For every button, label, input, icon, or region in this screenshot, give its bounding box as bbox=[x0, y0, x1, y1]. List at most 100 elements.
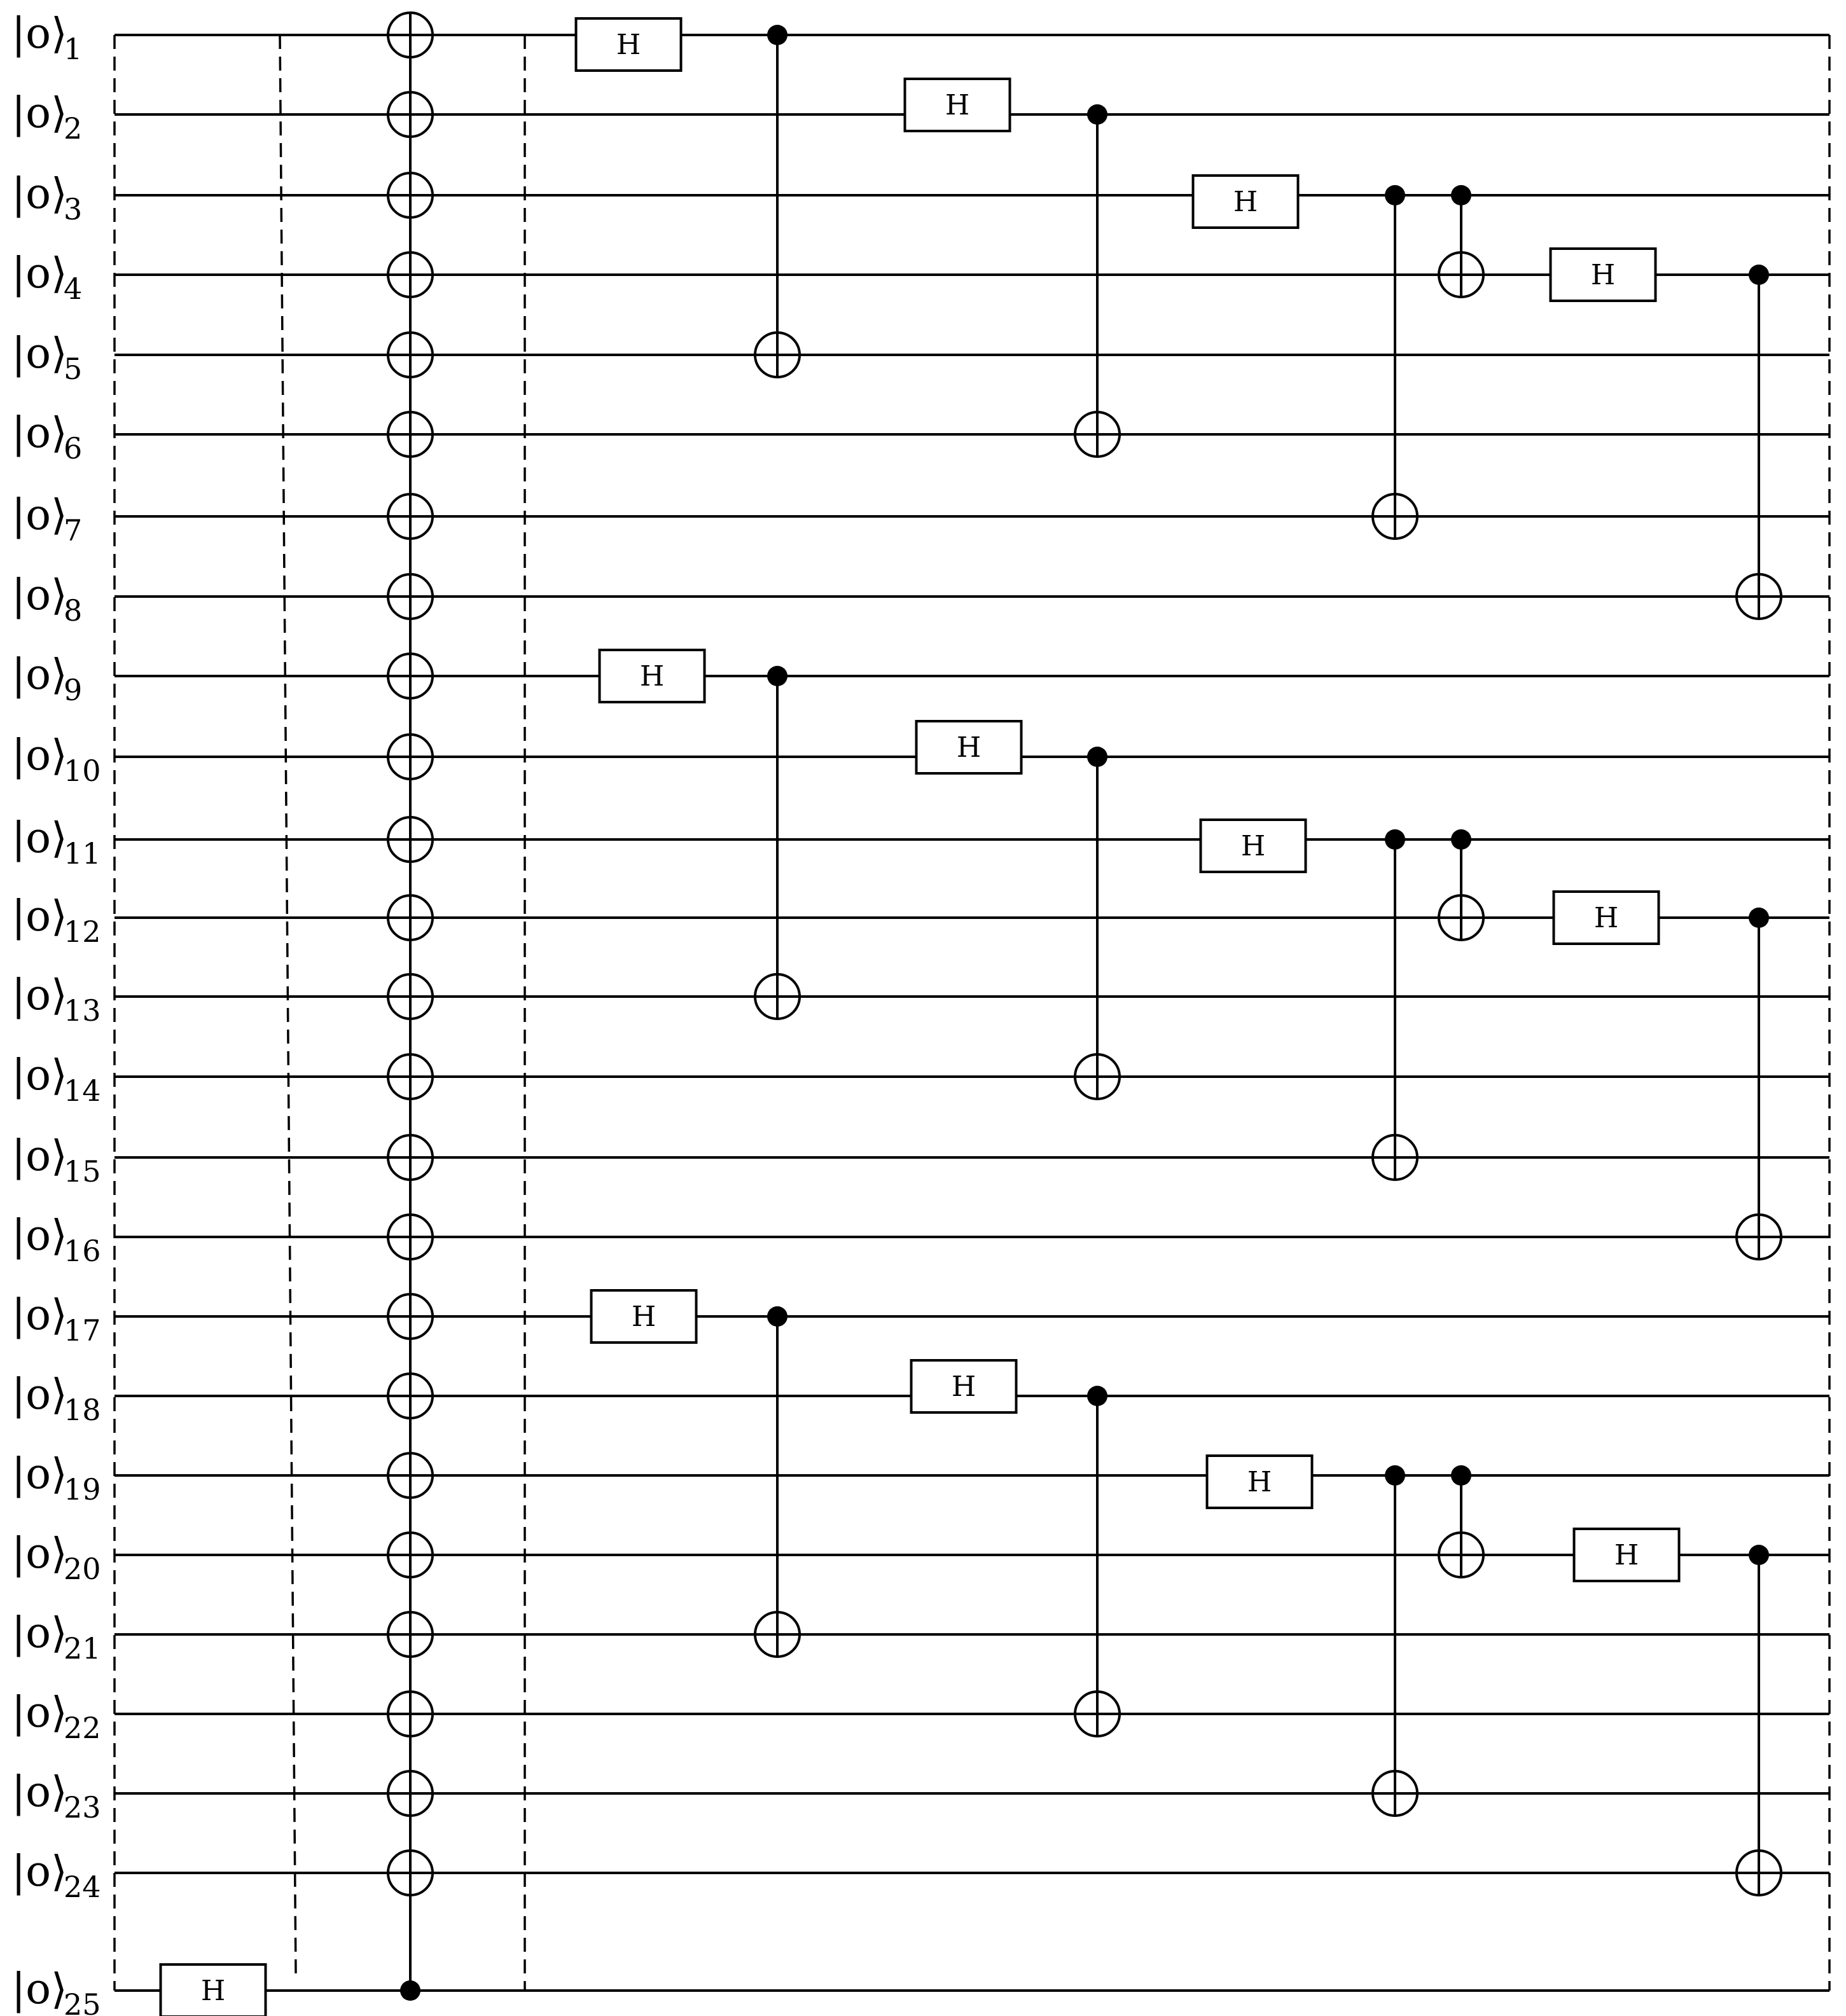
qubit-label-2: |o⟩ bbox=[11, 88, 67, 137]
cnot-target-19-23 bbox=[1371, 1770, 1419, 1817]
qubit-index-2: 2 bbox=[64, 111, 82, 146]
cnot-target-11-15 bbox=[1371, 1134, 1419, 1181]
qubit-index-22: 22 bbox=[64, 1711, 101, 1745]
fanout-target-2 bbox=[387, 91, 434, 138]
qubit-label-7: |o⟩ bbox=[11, 490, 67, 539]
fanout-target-4 bbox=[387, 251, 434, 298]
qubit-index-18: 18 bbox=[64, 1393, 101, 1427]
cnot-control-17-21 bbox=[767, 1306, 788, 1327]
h-gate-qubit-20: H bbox=[1572, 1528, 1681, 1582]
cnot-control-19-20 bbox=[1451, 1465, 1471, 1486]
cnot-target-12-16 bbox=[1735, 1213, 1782, 1260]
cnot-control-10-14 bbox=[1087, 747, 1107, 767]
h-gate-label: H bbox=[1241, 830, 1265, 862]
cnot-control-20-24 bbox=[1749, 1545, 1769, 1565]
qubit-label-17: |o⟩ bbox=[11, 1290, 67, 1339]
qubit-index-3: 3 bbox=[64, 192, 82, 226]
h-gate-qubit-3: H bbox=[1191, 174, 1300, 229]
h-gate-label: H bbox=[957, 731, 981, 764]
qubit-index-9: 9 bbox=[64, 673, 82, 707]
fanout-target-10 bbox=[387, 733, 434, 780]
qubit-index-5: 5 bbox=[64, 352, 82, 386]
h-gate-label: H bbox=[1247, 1466, 1272, 1498]
cnot-target-17-21 bbox=[754, 1611, 801, 1658]
fanout-target-6 bbox=[387, 411, 434, 458]
fanout-target-15 bbox=[387, 1134, 434, 1181]
h-gate-qubit-10: H bbox=[915, 720, 1023, 775]
h-gate-qubit-1: H bbox=[574, 17, 683, 72]
h-gate-label: H bbox=[1614, 1539, 1639, 1571]
h-gate-qubit-11: H bbox=[1199, 818, 1307, 873]
cnot-control-1-5 bbox=[767, 25, 788, 45]
fanout-target-23 bbox=[387, 1770, 434, 1817]
qubit-label-12: |o⟩ bbox=[11, 892, 67, 941]
qubit-label-4: |o⟩ bbox=[11, 249, 67, 298]
h-gate-label: H bbox=[640, 660, 664, 693]
qubit-label-13: |o⟩ bbox=[11, 970, 67, 1019]
qubit-label-10: |o⟩ bbox=[11, 731, 67, 780]
qubit-index-25: 25 bbox=[64, 1987, 101, 2016]
h-gate-box bbox=[574, 17, 683, 72]
cnot-target-4-8 bbox=[1735, 573, 1782, 620]
h-gate-label: H bbox=[1233, 186, 1258, 218]
h-gate-label: H bbox=[616, 29, 641, 61]
fanout-target-24 bbox=[387, 1849, 434, 1896]
qubit-label-25: |o⟩ bbox=[11, 1964, 67, 2013]
fanout-target-19 bbox=[387, 1452, 434, 1499]
qubit-index-16: 16 bbox=[64, 1234, 101, 1268]
qubit-index-19: 19 bbox=[64, 1472, 101, 1507]
h-gate-label: H bbox=[1591, 259, 1615, 291]
cnot-target-19-20 bbox=[1438, 1531, 1485, 1578]
cnot-target-20-24 bbox=[1735, 1849, 1782, 1896]
h-gate-label: H bbox=[1594, 902, 1618, 934]
fanout-target-22 bbox=[387, 1690, 434, 1737]
cnot-control-3-4 bbox=[1451, 185, 1471, 205]
qubit-label-21: |o⟩ bbox=[11, 1608, 67, 1657]
h-gate-box bbox=[598, 649, 706, 703]
qubit-label-19: |o⟩ bbox=[11, 1449, 67, 1498]
h-gate-qubit-12: H bbox=[1552, 890, 1660, 945]
qubit-index-4: 4 bbox=[64, 272, 82, 306]
h-gate-label: H bbox=[201, 1975, 225, 2007]
h-gate-label: H bbox=[632, 1301, 656, 1333]
qubit-label-3: |o⟩ bbox=[11, 169, 67, 218]
qubit-label-15: |o⟩ bbox=[11, 1131, 67, 1180]
qubit-index-8: 8 bbox=[64, 593, 82, 628]
h-gate-qubit-9: H bbox=[598, 649, 706, 703]
qubit-index-17: 17 bbox=[64, 1313, 101, 1348]
cnot-control-2-6 bbox=[1087, 104, 1107, 125]
qubit-labels: |o⟩1|o⟩2|o⟩3|o⟩4|o⟩5|o⟩6|o⟩7|o⟩8|o⟩9|o⟩1… bbox=[11, 9, 101, 2016]
qubit-wires bbox=[115, 34, 1829, 1992]
h-gate-label: H bbox=[945, 89, 969, 121]
qubit-label-6: |o⟩ bbox=[11, 408, 67, 457]
fanout-target-8 bbox=[387, 573, 434, 620]
qubit-label-1: |o⟩ bbox=[11, 9, 67, 58]
cnot-target-11-12 bbox=[1438, 894, 1485, 941]
h-gate-qubit-4: H bbox=[1549, 247, 1657, 302]
h-gate-box bbox=[1199, 818, 1307, 873]
fanout-target-16 bbox=[387, 1213, 434, 1260]
fanout-target-18 bbox=[387, 1372, 434, 1419]
qubit-index-12: 12 bbox=[64, 915, 101, 949]
h-gate-box bbox=[903, 78, 1011, 132]
qubit-index-1: 1 bbox=[64, 32, 82, 66]
fanout-target-21 bbox=[387, 1611, 434, 1658]
cnot-target-3-7 bbox=[1371, 493, 1419, 540]
h-gate-box bbox=[159, 1963, 267, 2016]
cnot-control-3-7 bbox=[1385, 185, 1405, 205]
h-gate-box bbox=[1205, 1454, 1314, 1509]
qubit-label-11: |o⟩ bbox=[11, 813, 67, 862]
qubit-index-14: 14 bbox=[64, 1074, 101, 1108]
cnot-control-11-15 bbox=[1385, 829, 1405, 850]
h-gate-qubit-2: H bbox=[903, 78, 1011, 132]
qubit-index-10: 10 bbox=[64, 754, 101, 788]
h-gate-box bbox=[915, 720, 1023, 775]
h-gate-box bbox=[1549, 247, 1657, 302]
cnot-control-4-8 bbox=[1749, 265, 1769, 285]
qubit-label-23: |o⟩ bbox=[11, 1767, 67, 1816]
h-gate-box bbox=[1191, 174, 1300, 229]
qubit-index-24: 24 bbox=[64, 1870, 101, 1904]
cnot-target-2-6 bbox=[1074, 411, 1121, 458]
